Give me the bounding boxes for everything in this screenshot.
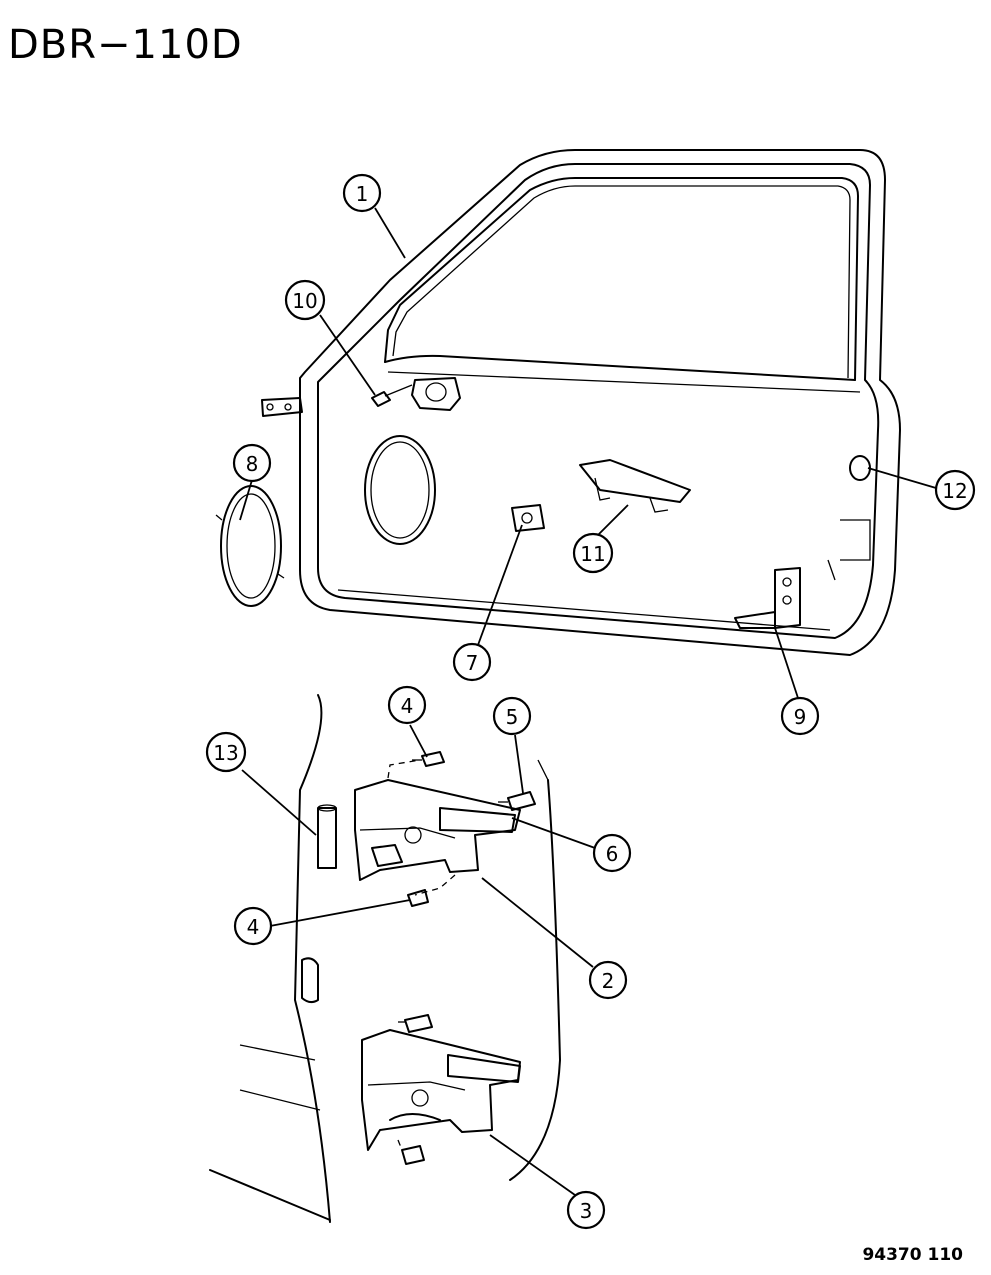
callout-6: 6 [592,833,632,873]
svg-text:13: 13 [213,741,238,765]
callout-11: 11 [572,532,614,574]
callout-12: 12 [934,469,976,511]
svg-text:11: 11 [580,542,605,566]
callout-8: 8 [232,443,272,483]
callout-1: 1 [342,173,382,213]
body-pillar [209,694,561,1223]
callout-4-upper: 4 [387,685,427,725]
callout-4-lower: 4 [233,906,273,946]
callout-10: 10 [284,279,326,321]
door-shell [261,149,901,656]
leader-lines [239,207,937,1196]
callout-2: 2 [588,960,628,1000]
svg-text:5: 5 [506,705,519,729]
speaker-ring [215,485,285,607]
callout-13: 13 [205,731,247,773]
callout-9: 9 [780,696,820,736]
callout-3: 3 [566,1190,606,1230]
diagram-code: DBR−110D [8,22,243,68]
figure-number: 94370 110 [862,1245,963,1265]
svg-text:4: 4 [401,694,414,718]
svg-text:4: 4 [247,915,260,939]
callout-5: 5 [492,696,532,736]
svg-text:6: 6 [606,842,619,866]
svg-text:3: 3 [580,1199,593,1223]
svg-text:10: 10 [292,289,317,313]
svg-text:7: 7 [466,651,479,675]
svg-text:9: 9 [794,705,807,729]
lower-hinge [361,1014,521,1165]
svg-text:12: 12 [942,479,967,503]
upper-hinge [354,751,536,907]
svg-text:2: 2 [602,969,615,993]
callout-7: 7 [452,642,492,682]
svg-text:8: 8 [246,452,259,476]
svg-text:1: 1 [356,182,369,206]
